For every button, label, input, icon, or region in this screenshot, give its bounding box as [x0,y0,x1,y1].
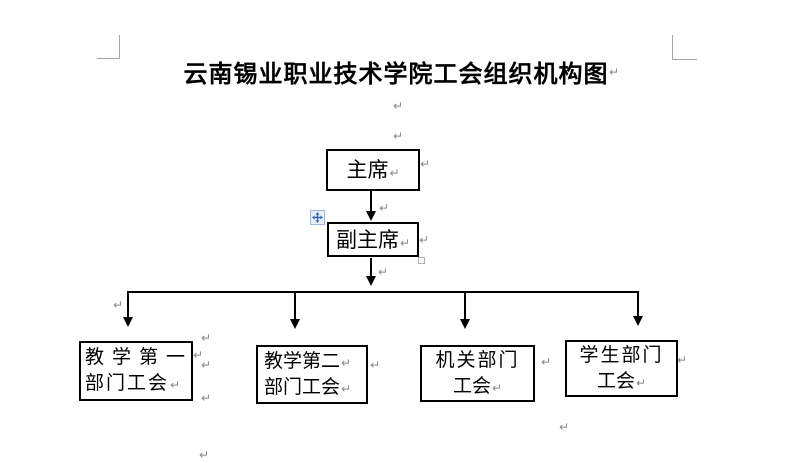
paragraph-mark: ↵ [419,233,430,247]
arrowhead-vice-to-branch [366,276,376,286]
arrowhead-dept-1 [123,317,133,327]
arrowhead-dept-4 [633,316,643,326]
paragraph-mark: ↵ [199,448,210,462]
paragraph-mark: ↵ [609,65,620,79]
move-icon [312,212,323,223]
arrow-branch-to-dept-4[interactable] [637,293,639,317]
paragraph-mark: ↵ [201,358,212,372]
org-box-vice-chairman[interactable]: 副主席↵ [327,222,419,257]
paragraph-mark: ↵ [559,420,570,434]
arrow-chairman-to-vice[interactable] [370,191,372,212]
vice-chairman-label: 副主席↵ [335,227,411,252]
branch-line[interactable] [127,291,639,293]
arrowhead-chairman-to-vice [366,211,376,221]
paragraph-mark: ↵ [491,380,503,395]
dept-3-line-2: 工会↵ [452,375,503,397]
arrow-branch-to-dept-2[interactable] [294,293,296,320]
org-box-dept-admin[interactable]: 机关部门 工会↵ [420,345,535,402]
dept-4-line-1: 学生部门 [579,344,664,366]
arrow-branch-to-dept-1[interactable] [127,293,129,318]
org-box-dept-student[interactable]: 学生部门 工会↵ [565,340,678,397]
paragraph-mark: ↵ [370,358,381,372]
dept-1-line-1: 教学第一 [85,347,194,368]
dept-4-line-2: 工会↵ [596,370,647,392]
paragraph-mark: ↵ [393,129,404,143]
paragraph-mark: ↵ [677,353,688,367]
paragraph-mark: ↵ [393,99,404,113]
arrow-branch-to-dept-3[interactable] [464,293,466,320]
page-margin-mark-top-right [672,35,697,60]
paragraph-mark: ↵ [341,355,352,370]
move-handle[interactable] [310,210,325,225]
paragraph-mark: ↵ [541,355,552,369]
page-margin-mark-top-left [97,35,120,59]
org-box-chairman[interactable]: 主席↵ [326,149,420,191]
dept-3-line-1: 机关部门 [435,349,520,371]
paragraph-mark: ↵ [193,348,204,362]
dept-2-line-1: 教学第二↵ [264,350,352,372]
org-box-dept-teaching-2[interactable]: 教学第二↵ 部门工会↵ [256,345,368,404]
paragraph-mark: ↵ [170,378,183,392]
paragraph-mark: ↵ [635,375,647,390]
dept-1-line-2: 部门工会↵ [85,373,183,394]
chairman-label: 主席↵ [346,158,400,182]
page-title: 云南锡业职业技术学院工会组织机构图 [183,62,609,88]
arrowhead-dept-2 [290,319,300,329]
arrow-vice-to-branch[interactable] [370,258,372,277]
paragraph-mark: ↵ [420,157,431,171]
dept-2-line-2: 部门工会↵ [264,376,352,398]
org-box-dept-teaching-1[interactable]: 教学第一 部门工会↵ [79,341,193,401]
resize-handle[interactable] [418,257,425,264]
paragraph-mark: ↵ [341,381,352,396]
paragraph-mark: ↵ [113,298,124,312]
paragraph-mark: ↵ [201,331,212,345]
arrowhead-dept-3 [460,319,470,329]
paragraph-mark: ↵ [379,201,390,215]
paragraph-mark: ↵ [378,265,389,279]
paragraph-mark: ↵ [201,391,212,405]
paragraph-mark: ↵ [389,166,400,180]
paragraph-mark: ↵ [399,235,411,250]
